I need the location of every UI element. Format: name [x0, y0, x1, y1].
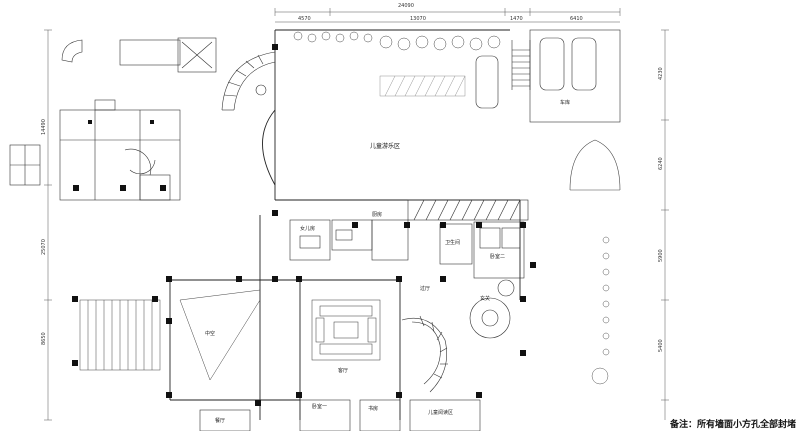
dim-right-3: 5900	[658, 249, 664, 262]
dim-left-2: 25070	[41, 239, 47, 255]
room-label-study: 书房	[368, 405, 378, 412]
dim-left-1: 14490	[41, 119, 47, 135]
void-area	[79, 289, 261, 381]
middle-rooms	[289, 199, 529, 279]
room-label-garage: 车库	[560, 99, 570, 106]
room-label-hall: 过厅	[420, 285, 430, 292]
room-label-dining: 厨房	[372, 211, 382, 218]
left-annex-walls	[73, 120, 166, 191]
hatched-walkway	[379, 75, 466, 97]
room-label-void: 中空	[205, 330, 215, 337]
room-label-entry: 玄关	[480, 295, 490, 302]
bottom-rooms	[199, 399, 481, 431]
dim-top-3: 1470	[510, 16, 523, 22]
plant-icon	[255, 84, 267, 96]
dim-total-top: 24090	[398, 3, 414, 9]
shrubs-right	[591, 236, 610, 385]
right-dimension	[661, 29, 669, 420]
columns	[72, 44, 536, 406]
left-dimension	[44, 29, 52, 421]
living-room	[311, 299, 381, 361]
spiral-stair-center	[401, 315, 448, 393]
left-annex	[9, 37, 217, 201]
room-label-bedroom-two: 卧室二	[490, 253, 505, 260]
room-label-bedroom-one: 卧室一	[312, 403, 327, 410]
dim-right-2: 6240	[658, 157, 664, 170]
room-label-bath: 卫生间	[445, 239, 460, 246]
room-label-living: 客厅	[338, 367, 348, 374]
room-label-kids-play: 儿童游乐区	[370, 142, 400, 150]
entry-round	[469, 279, 515, 339]
footer-note: 备注：所有墙面小方孔全部封堵	[669, 420, 796, 430]
dim-top-2: 13070	[410, 16, 426, 22]
dim-right-4: 5400	[658, 339, 664, 352]
main-outline	[169, 29, 521, 420]
room-label-daughter: 女儿房	[300, 225, 315, 232]
court	[569, 139, 621, 191]
dim-top-1: 4570	[298, 16, 311, 22]
spiral-stair-top	[221, 51, 276, 111]
dim-right-1: 4230	[658, 67, 664, 80]
room-label-elderly: 儿童阅读区	[428, 409, 453, 416]
top-dimension	[274, 8, 621, 23]
dim-top-4: 6410	[570, 16, 583, 22]
garage	[475, 29, 621, 123]
dim-left-3: 8650	[41, 332, 47, 345]
room-label-kitchen: 餐厅	[215, 417, 225, 424]
tree-row	[293, 31, 501, 51]
